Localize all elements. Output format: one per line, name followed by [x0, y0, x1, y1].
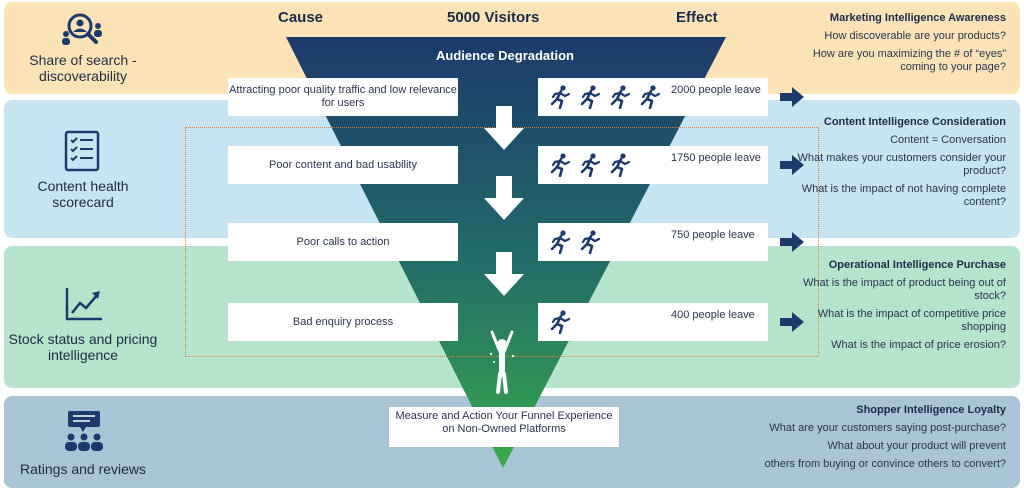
right-question: What makes your customers consider your …	[797, 152, 1006, 177]
right-question: What are your customers saying post-purc…	[769, 422, 1006, 434]
effect-text-4: 400 people leave	[671, 309, 755, 321]
runner-icon	[550, 230, 571, 254]
runner-icon	[610, 85, 631, 109]
down-arrow-icon	[484, 252, 524, 296]
cause-box-2: Poor content and bad usability	[228, 146, 458, 184]
runner-icon	[580, 153, 601, 177]
right-title-1: Marketing Intelligence Awareness	[829, 12, 1006, 24]
right-arrow-icon	[780, 232, 804, 252]
effect-text-2: 1750 people leave	[671, 152, 761, 164]
right-block-purchase: Operational Intelligence Purchase What i…	[776, 259, 1006, 352]
right-arrow-icon	[780, 87, 804, 107]
audience-degradation-label: Audience Degradation	[436, 48, 574, 63]
effect-text-3: 750 people leave	[671, 229, 755, 241]
right-question: What about your product will prevent	[827, 440, 1006, 452]
visitors-header: 5000 Visitors	[447, 9, 540, 26]
right-question: How are you maximizing the # of “eyes” c…	[812, 48, 1006, 73]
right-question: How discoverable are your products?	[824, 30, 1006, 42]
effect-box-2: 1750 people leave	[538, 146, 768, 184]
left-label-2: Content health scorecard	[37, 178, 129, 210]
cause-header: Cause	[278, 9, 324, 26]
right-arrow-icon	[780, 155, 804, 175]
runner-icon	[610, 153, 631, 177]
right-title-2: Content Intelligence Consideration	[823, 116, 1006, 128]
runner-icon	[640, 85, 661, 109]
right-question: What is the impact of price erosion?	[831, 339, 1006, 351]
cause-box-1: Attracting poor quality traffic and low …	[228, 78, 458, 116]
runners-group-2	[548, 153, 632, 177]
down-arrow-icon	[484, 176, 524, 220]
trend-chart-icon	[65, 288, 102, 321]
runners-group-4	[548, 310, 572, 334]
right-question: What is the impact of product being out …	[802, 277, 1006, 302]
search-people-icon	[62, 13, 102, 45]
effect-text-1: 2000 people leave	[671, 84, 761, 96]
left-label-4: Ratings and reviews	[19, 461, 147, 477]
right-question: Content = Conversation	[890, 134, 1006, 146]
runner-icon	[580, 85, 601, 109]
cause-box-4: Bad enquiry process	[228, 303, 458, 341]
runner-icon	[550, 153, 571, 177]
effect-header: Effect	[676, 9, 718, 26]
effect-box-3: 750 people leave	[538, 223, 768, 261]
right-title-4: Shopper Intelligence Loyalty	[856, 404, 1006, 416]
right-question: What is the impact of competitive price …	[817, 308, 1006, 333]
right-arrow-icon	[780, 312, 804, 332]
down-arrow-icon	[484, 106, 524, 150]
right-question: What is the impact of not having complet…	[801, 183, 1006, 208]
right-block-awareness: Marketing Intelligence Awareness How dis…	[776, 12, 1006, 74]
celebrating-person-icon	[489, 330, 515, 394]
right-block-consideration: Content Intelligence Consideration Conte…	[776, 116, 1006, 209]
right-question: others from buying or convince others to…	[764, 458, 1006, 470]
right-title-3: Operational Intelligence Purchase	[828, 259, 1006, 271]
cause-box-3: Poor calls to action	[228, 223, 458, 261]
right-block-loyalty: Shopper Intelligence Loyalty What are yo…	[716, 404, 1006, 471]
reviews-people-icon	[65, 411, 103, 451]
runner-icon	[550, 310, 571, 334]
runners-group-3	[548, 230, 602, 254]
left-label-3: Stock status and pricing intelligence	[8, 331, 158, 363]
runner-icon	[580, 230, 601, 254]
checklist-icon	[64, 130, 100, 172]
runners-group-1	[548, 85, 662, 109]
measure-action-box: Measure and Action Your Funnel Experienc…	[389, 407, 619, 447]
runner-icon	[550, 85, 571, 109]
effect-box-1: 2000 people leave	[538, 78, 768, 116]
effect-box-4: 400 people leave	[538, 303, 768, 341]
left-label-1: Share of search - discoverability	[29, 52, 137, 84]
